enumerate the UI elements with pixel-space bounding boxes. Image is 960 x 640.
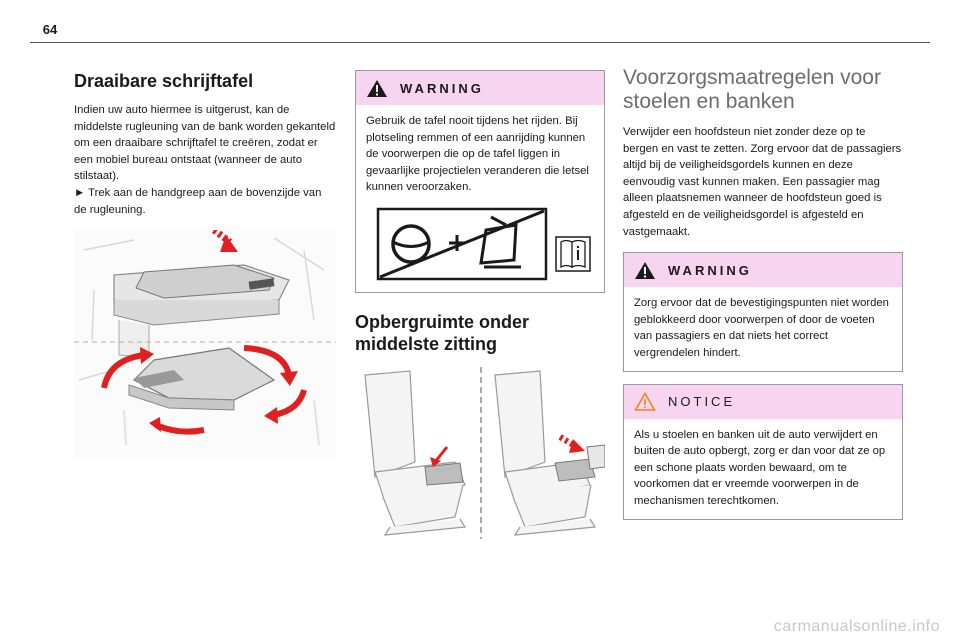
warning-box-fixings: WARNING Zorg ervoor dat de bevestigingsp… [623,252,903,372]
precautions-text: Verwijder een hoofdsteun niet zonder dez… [623,126,902,238]
warning-header: WARNING [356,71,604,105]
page-number: 64 [42,22,58,37]
no-table-while-driving-pictogram [376,207,591,281]
left-column: Draaibare schrijftafel Indien uw auto hi… [74,70,336,463]
notice-box: NOTICE Als u stoelen en banken uit de au… [623,383,903,520]
warning-label-2: WARNING [668,262,752,278]
warning-body-2: Zorg ervoor dat de bevestigingspunten ni… [634,297,889,359]
notice-body: Als u stoelen en banken uit de auto verw… [634,428,886,507]
notice-header: NOTICE [624,384,902,419]
header-rule [30,42,930,43]
middle-column: WARNING Gebruik de tafel nooit tijdens h… [355,70,606,552]
notice-label: NOTICE [668,394,736,410]
section-title-precautions: Voorzorgsmaatregelen voor stoelen en ban… [623,66,881,113]
right-column: Voorzorgsmaatregelen voor stoelen en ban… [623,66,903,520]
warning-header-2: WARNING [624,253,902,288]
section-title-desk: Draaibare schrijftafel [74,71,254,91]
storage-compartment-illustration [364,366,606,539]
desk-instruction-text: Trek aan de handgreep aan de bovenzijde … [74,186,322,216]
bullet-arrow-icon: ► [74,186,86,199]
warning-triangle-icon [635,261,655,279]
notice-triangle-icon [634,392,656,411]
desk-instruction: ► Trek aan de handgreep aan de bovenzijd… [74,185,336,218]
footer-watermark: carmanualsonline.info [773,618,940,635]
desk-description: Indien uw auto hiermee is uitgerust, kan… [74,104,336,183]
warning-box-table: WARNING Gebruik de tafel nooit tijdens h… [355,70,605,293]
swivel-desk-illustration [74,227,336,459]
section-title-storage: Opbergruimte onder middelste zitting [355,311,530,354]
warning-triangle-icon [367,79,387,97]
warning-label: WARNING [400,80,484,96]
warning-body: Gebruik de tafel nooit tijdens het rijde… [366,115,589,194]
